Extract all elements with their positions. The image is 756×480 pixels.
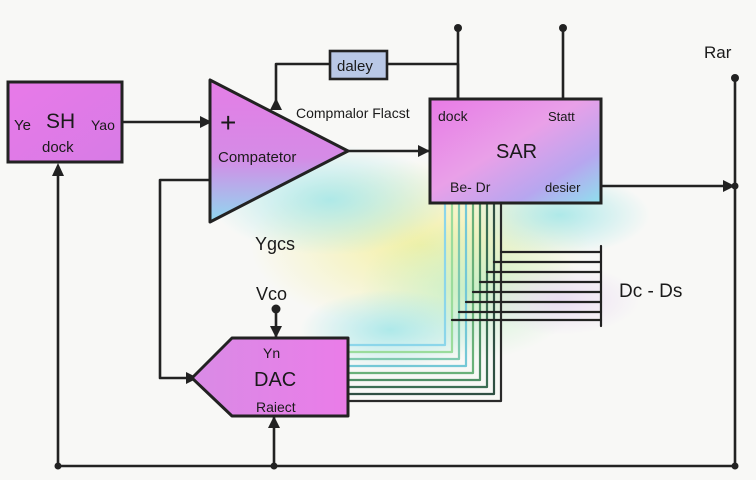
vcc-terminal-dot [271, 304, 281, 314]
vgcs-label: Ygcs [255, 234, 295, 254]
output-lines [450, 244, 603, 328]
delay-arrow [270, 98, 282, 110]
vcc-label: Vco [256, 284, 287, 304]
bus-mid-dot [270, 462, 278, 470]
dac-input-label: Yn [263, 345, 280, 361]
sar-desr-label: desier [545, 180, 581, 195]
dac-title: DAC [254, 369, 296, 391]
sh-output-label: Yao [91, 117, 115, 133]
data-bus [346, 201, 503, 403]
sar-clock-label: dock [438, 108, 469, 124]
data-out-label: Dc - Ds [619, 281, 682, 302]
comparator-title: Compatetor [218, 149, 296, 166]
clock-terminal-dot [454, 24, 462, 32]
sar-in-arrow [418, 145, 430, 157]
delay-label: daley [337, 58, 373, 75]
sar-bits-label: Be- Dr [450, 179, 491, 195]
comparator-block: + Compatetor [208, 78, 350, 224]
delay-loop-wire [274, 62, 332, 104]
comparator-annotation: Compmalor Flacst [296, 105, 410, 121]
sh-feed-arrow [52, 163, 64, 176]
ref-terminal-dot [731, 74, 739, 82]
bus-left-dot [54, 462, 62, 470]
sh-title: SH [46, 110, 75, 133]
comparator-plus-sign: + [220, 107, 236, 138]
sar-block: dock Statt SAR Be- Dr desier [428, 97, 603, 205]
arrows [52, 98, 735, 428]
sh-input-label: Ye [14, 117, 31, 134]
sar-start-label: Statt [548, 109, 575, 124]
dac-reset-label: Raiect [256, 399, 296, 415]
rail-arrow [723, 180, 735, 192]
dac-feedback-wire [158, 178, 214, 380]
terminals [54, 24, 739, 470]
sar-title: SAR [496, 141, 537, 163]
bus-right-dot [731, 462, 739, 470]
reset-arrow [268, 416, 280, 428]
sh-clock-label: dock [42, 139, 74, 156]
dac-block: Yn DAC Raiect [190, 336, 350, 418]
delay-to-sar-wire [385, 62, 460, 101]
sample-hold-block: Ye SH Yao dock [6, 80, 124, 164]
start-terminal-dot [559, 24, 567, 32]
ref-label: Rar [704, 43, 732, 62]
comp-in-arrow [200, 116, 212, 128]
delay-block: daley [328, 49, 389, 81]
vcc-arrow [270, 326, 282, 338]
